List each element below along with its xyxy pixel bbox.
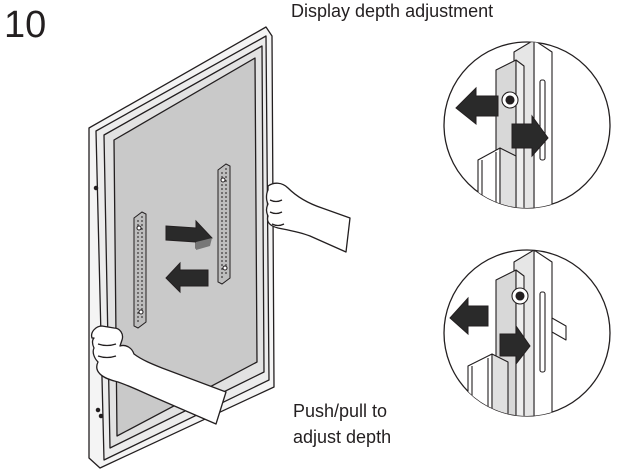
arrow-left-icon (449, 296, 489, 336)
arrow-left-icon (455, 86, 499, 126)
detail-circle-top (443, 41, 611, 209)
mount-bracket-right (217, 163, 231, 285)
hand-left (90, 325, 227, 425)
mount-bracket-left (133, 211, 147, 329)
detail-circle-bottom (443, 249, 611, 417)
arrow-right-icon (165, 219, 213, 250)
arrow-right-icon (499, 324, 531, 366)
step-number: 10 (4, 4, 47, 46)
arrow-right-icon (511, 114, 549, 158)
hand-right (265, 182, 351, 253)
caption-line-1: Push/pull to (293, 401, 388, 421)
instruction-heading: Display depth adjustment (291, 1, 494, 21)
arrow-left-icon (165, 261, 209, 294)
caption-line-2: adjust depth (293, 427, 392, 447)
instruction-caption: Push/pull to adjust depth (293, 398, 391, 450)
display-panel (88, 26, 275, 469)
